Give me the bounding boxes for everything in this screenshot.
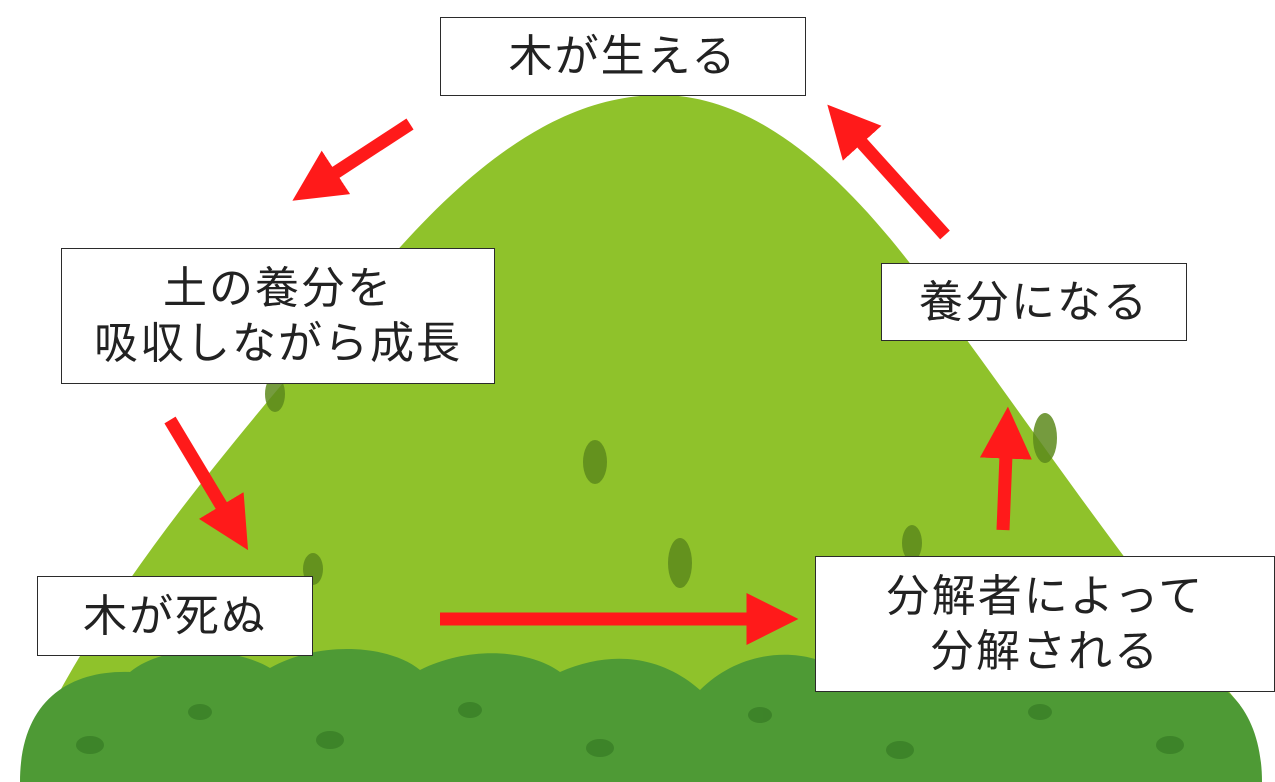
- label-becomes-nutrient: 養分になる: [881, 263, 1187, 341]
- arrow-decompose-to-nutrient: [979, 406, 1032, 531]
- label-tree-dies-text: 木が死ぬ: [83, 590, 267, 642]
- label-absorb-line2: 吸収しながら成長: [94, 318, 462, 369]
- arrow-grow-to-absorb: [292, 118, 414, 201]
- arrow-nutrient-to-grow: [827, 104, 950, 240]
- label-decompose-line2: 分解される: [929, 626, 1160, 677]
- arrow-absorb-to-dies: [164, 416, 249, 551]
- label-decompose-line1: 分解者によって: [885, 571, 1205, 622]
- label-becomes-nutrient-text: 養分になる: [919, 276, 1149, 328]
- label-decomposed: 分解者によって 分解される: [815, 556, 1275, 692]
- label-tree-grows-text: 木が生える: [508, 31, 738, 82]
- label-absorb-line1: 土の養分を: [163, 263, 393, 314]
- label-tree-grows: 木が生える: [440, 17, 806, 96]
- mountain-spots: [265, 376, 1057, 588]
- label-tree-dies: 木が死ぬ: [37, 576, 313, 656]
- cycle-arrows: [164, 104, 1032, 645]
- label-absorb-nutrients: 土の養分を 吸収しながら成長: [61, 248, 495, 384]
